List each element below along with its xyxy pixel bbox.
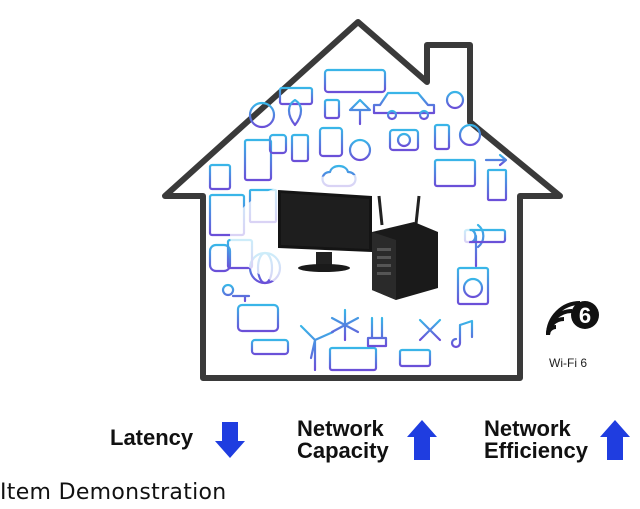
desktop-router-icon — [372, 195, 438, 300]
phone-icon — [433, 123, 451, 151]
music-icon — [450, 319, 474, 349]
arrow-icon — [484, 153, 508, 167]
fan-icon — [248, 101, 276, 129]
latency-down-arrow-icon — [215, 422, 245, 458]
tools-icon — [418, 318, 442, 342]
printer-icon — [348, 138, 372, 162]
wifi6-number: 6 — [579, 303, 591, 328]
satellite-icon — [458, 123, 482, 147]
wall-ac-icon — [398, 348, 432, 368]
appliance-icon — [318, 126, 344, 158]
monitor-icon — [278, 190, 372, 272]
key-icon — [221, 283, 251, 303]
watch-icon — [323, 98, 341, 120]
caption: Item Demonstration — [0, 480, 227, 505]
door-icon — [486, 168, 508, 202]
metric-capacity-line2: Capacity — [297, 438, 389, 463]
house-illustration: 6 — [162, 19, 599, 381]
metric-latency: Latency — [110, 427, 193, 449]
mailbox-icon — [208, 243, 232, 273]
washer-icon — [456, 266, 490, 306]
wifi-tower-icon — [470, 223, 485, 268]
radiator-small-icon — [328, 346, 378, 372]
battery-icon — [278, 86, 314, 106]
metric-network-capacity: Network Capacity — [297, 418, 389, 462]
wifi6-label: Wi-Fi 6 — [549, 356, 587, 370]
metric-latency-label: Latency — [110, 425, 194, 450]
plug-icon — [366, 316, 388, 348]
snowflake-icon — [330, 308, 360, 342]
lock-icon — [208, 163, 232, 191]
metric-capacity-line1: Network — [297, 416, 384, 441]
car-icon — [372, 91, 436, 115]
lamp-icon — [348, 98, 372, 126]
cctv-icon — [250, 338, 290, 356]
car-front-icon — [236, 303, 280, 333]
sink-icon — [463, 228, 507, 244]
shield-icon — [268, 133, 288, 155]
gear-icon — [445, 90, 465, 110]
metric-efficiency-line1: Network — [484, 416, 571, 441]
fridge-icon — [243, 138, 273, 182]
windmill-icon — [299, 324, 335, 372]
camera-icon — [388, 128, 420, 152]
blender-icon — [290, 133, 310, 163]
capacity-up-arrow-icon — [407, 420, 437, 460]
metric-efficiency-line2: Efficiency — [484, 438, 588, 463]
laptop-icon — [433, 158, 477, 188]
metric-network-efficiency: Network Efficiency — [484, 418, 588, 462]
wifi6-logo-icon: 6 — [546, 301, 599, 336]
appliance-icon-cloud — [208, 68, 508, 372]
efficiency-up-arrow-icon — [600, 420, 630, 460]
house-outline — [162, 19, 563, 381]
plant-icon — [287, 98, 303, 127]
